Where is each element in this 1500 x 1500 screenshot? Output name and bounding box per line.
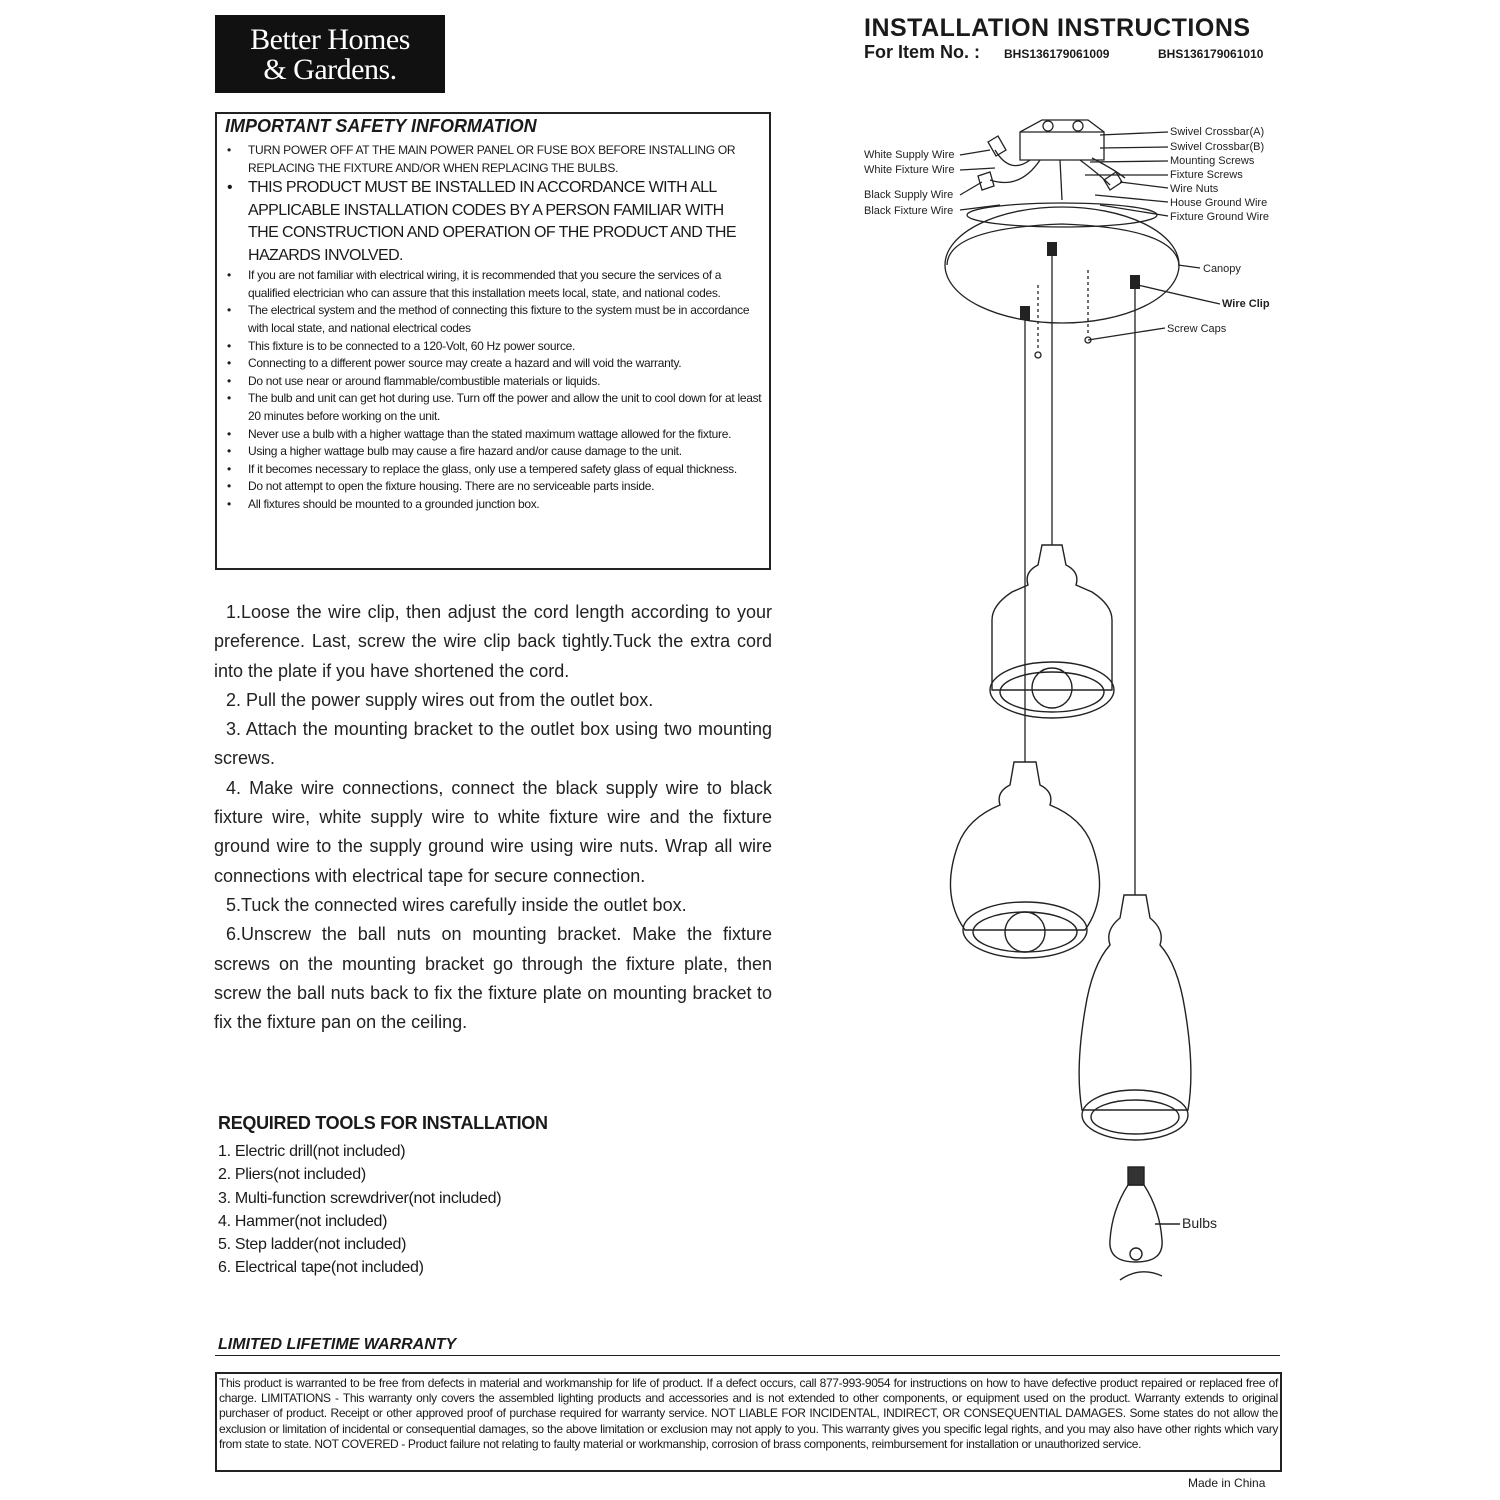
item-number-2: BHS136179061010 [1158,47,1264,61]
step-4: 4. Make wire connections, connect the bl… [214,777,772,886]
label-fixture-ground-wire: Fixture Ground Wire [1170,211,1269,223]
label-black-supply-wire: Black Supply Wire [864,189,953,201]
tools-list: 1. Electric drill(not included) 2. Plier… [218,1140,502,1280]
wire-clip-icon [1047,242,1057,256]
tool-item: 4. Hammer(not included) [218,1212,388,1230]
label-wire-clip: Wire Clip [1222,298,1270,310]
page-title: INSTALLATION INSTRUCTIONS [864,14,1251,42]
knockout-icon [1072,120,1084,132]
warranty-box: This product is warranted to be free fro… [215,1372,1282,1472]
bulb-icon [1109,1166,1180,1281]
tool-item: 6. Electrical tape(not included) [218,1259,424,1277]
pendant-shade-2 [949,761,1101,959]
tool-item: 3. Multi-function screwdriver(not includ… [218,1189,502,1207]
pendant-shade-1 [989,544,1115,719]
step-1: 1.Loose the wire clip, then adjust the c… [214,602,772,681]
safety-item: Do not use near or around flammable/comb… [223,373,763,391]
item-number-1: BHS136179061009 [1004,47,1110,61]
label-bulbs: Bulbs [1182,1215,1217,1231]
brand-line-2: & Gardens. [263,53,397,86]
safety-item: Using a higher wattage bulb may cause a … [223,443,763,461]
safety-item: If you are not familiar with electrical … [223,267,763,302]
safety-heading: IMPORTANT SAFETY INFORMATION [225,116,537,136]
pendant-shade-3 [1078,894,1192,1141]
safety-item: All fixtures should be mounted to a grou… [223,496,763,514]
label-white-fixture-wire: White Fixture Wire [864,164,954,176]
made-in-label: Made in China [1188,1476,1266,1490]
wire-clip-icon [1130,275,1140,289]
label-house-ground-wire: House Ground Wire [1170,197,1267,209]
label-screw-caps: Screw Caps [1167,323,1227,335]
safety-item: THIS PRODUCT MUST BE INSTALLED IN ACCORD… [223,177,763,267]
item-number-label: For Item No. : [864,42,980,62]
label-black-fixture-wire: Black Fixture Wire [864,205,953,217]
label-white-supply-wire: White Supply Wire [864,149,954,161]
wire-nut-icon [987,135,1007,157]
warranty-heading: LIMITED LIFETIME WARRANTY [218,1336,457,1353]
step-3: 3. Attach the mounting bracket to the ou… [214,719,772,769]
safety-item: Connecting to a different power source m… [223,355,763,373]
step-5: 5.Tuck the connected wires carefully ins… [226,894,687,915]
label-fixture-screws: Fixture Screws [1170,169,1243,181]
knockout-icon [1042,120,1054,132]
safety-information-box: IMPORTANT SAFETY INFORMATION TURN POWER … [215,112,771,570]
label-canopy: Canopy [1203,263,1241,275]
label-wire-nuts: Wire Nuts [1170,183,1219,195]
label-swivel-crossbar-b: Swivel Crossbar(B) [1170,141,1264,153]
label-swivel-crossbar-a: Swivel Crossbar(A) [1170,126,1264,138]
safety-item: If it becomes necessary to replace the g… [223,461,763,479]
tool-item: 5. Step ladder(not included) [218,1236,407,1254]
safety-item: The bulb and unit can get hot during use… [223,390,763,425]
label-mounting-screws: Mounting Screws [1170,155,1255,167]
brand-line-1: Better Homes [250,23,410,56]
junction-box [1019,119,1105,161]
brand-logo: Better Homes & Gardens. [215,15,445,93]
tool-item: 2. Pliers(not included) [218,1166,366,1184]
safety-item: The electrical system and the method of … [223,302,763,337]
safety-item: TURN POWER OFF AT THE MAIN POWER PANEL O… [223,142,763,177]
wire-clip-icon [1020,306,1030,320]
step-2: 2. Pull the power supply wires out from … [226,689,654,710]
wire-nut-icon [977,171,995,191]
warranty-text: This product is warranted to be free fro… [219,1376,1278,1451]
safety-item: This fixture is to be connected to a 120… [223,338,763,356]
warranty-divider [215,1355,1280,1356]
step-6: 6.Unscrew the ball nuts on mounting brac… [214,924,772,1033]
safety-list: TURN POWER OFF AT THE MAIN POWER PANEL O… [223,142,763,514]
canopy-top [966,202,1158,228]
tool-item: 1. Electric drill(not included) [218,1143,406,1160]
safety-item: Do not attempt to open the fixture housi… [223,478,763,496]
safety-item: Never use a bulb with a higher wattage t… [223,426,763,444]
tools-heading: REQUIRED TOOLS FOR INSTALLATION [218,1113,548,1133]
installation-steps: 1.Loose the wire clip, then adjust the c… [214,598,772,1037]
